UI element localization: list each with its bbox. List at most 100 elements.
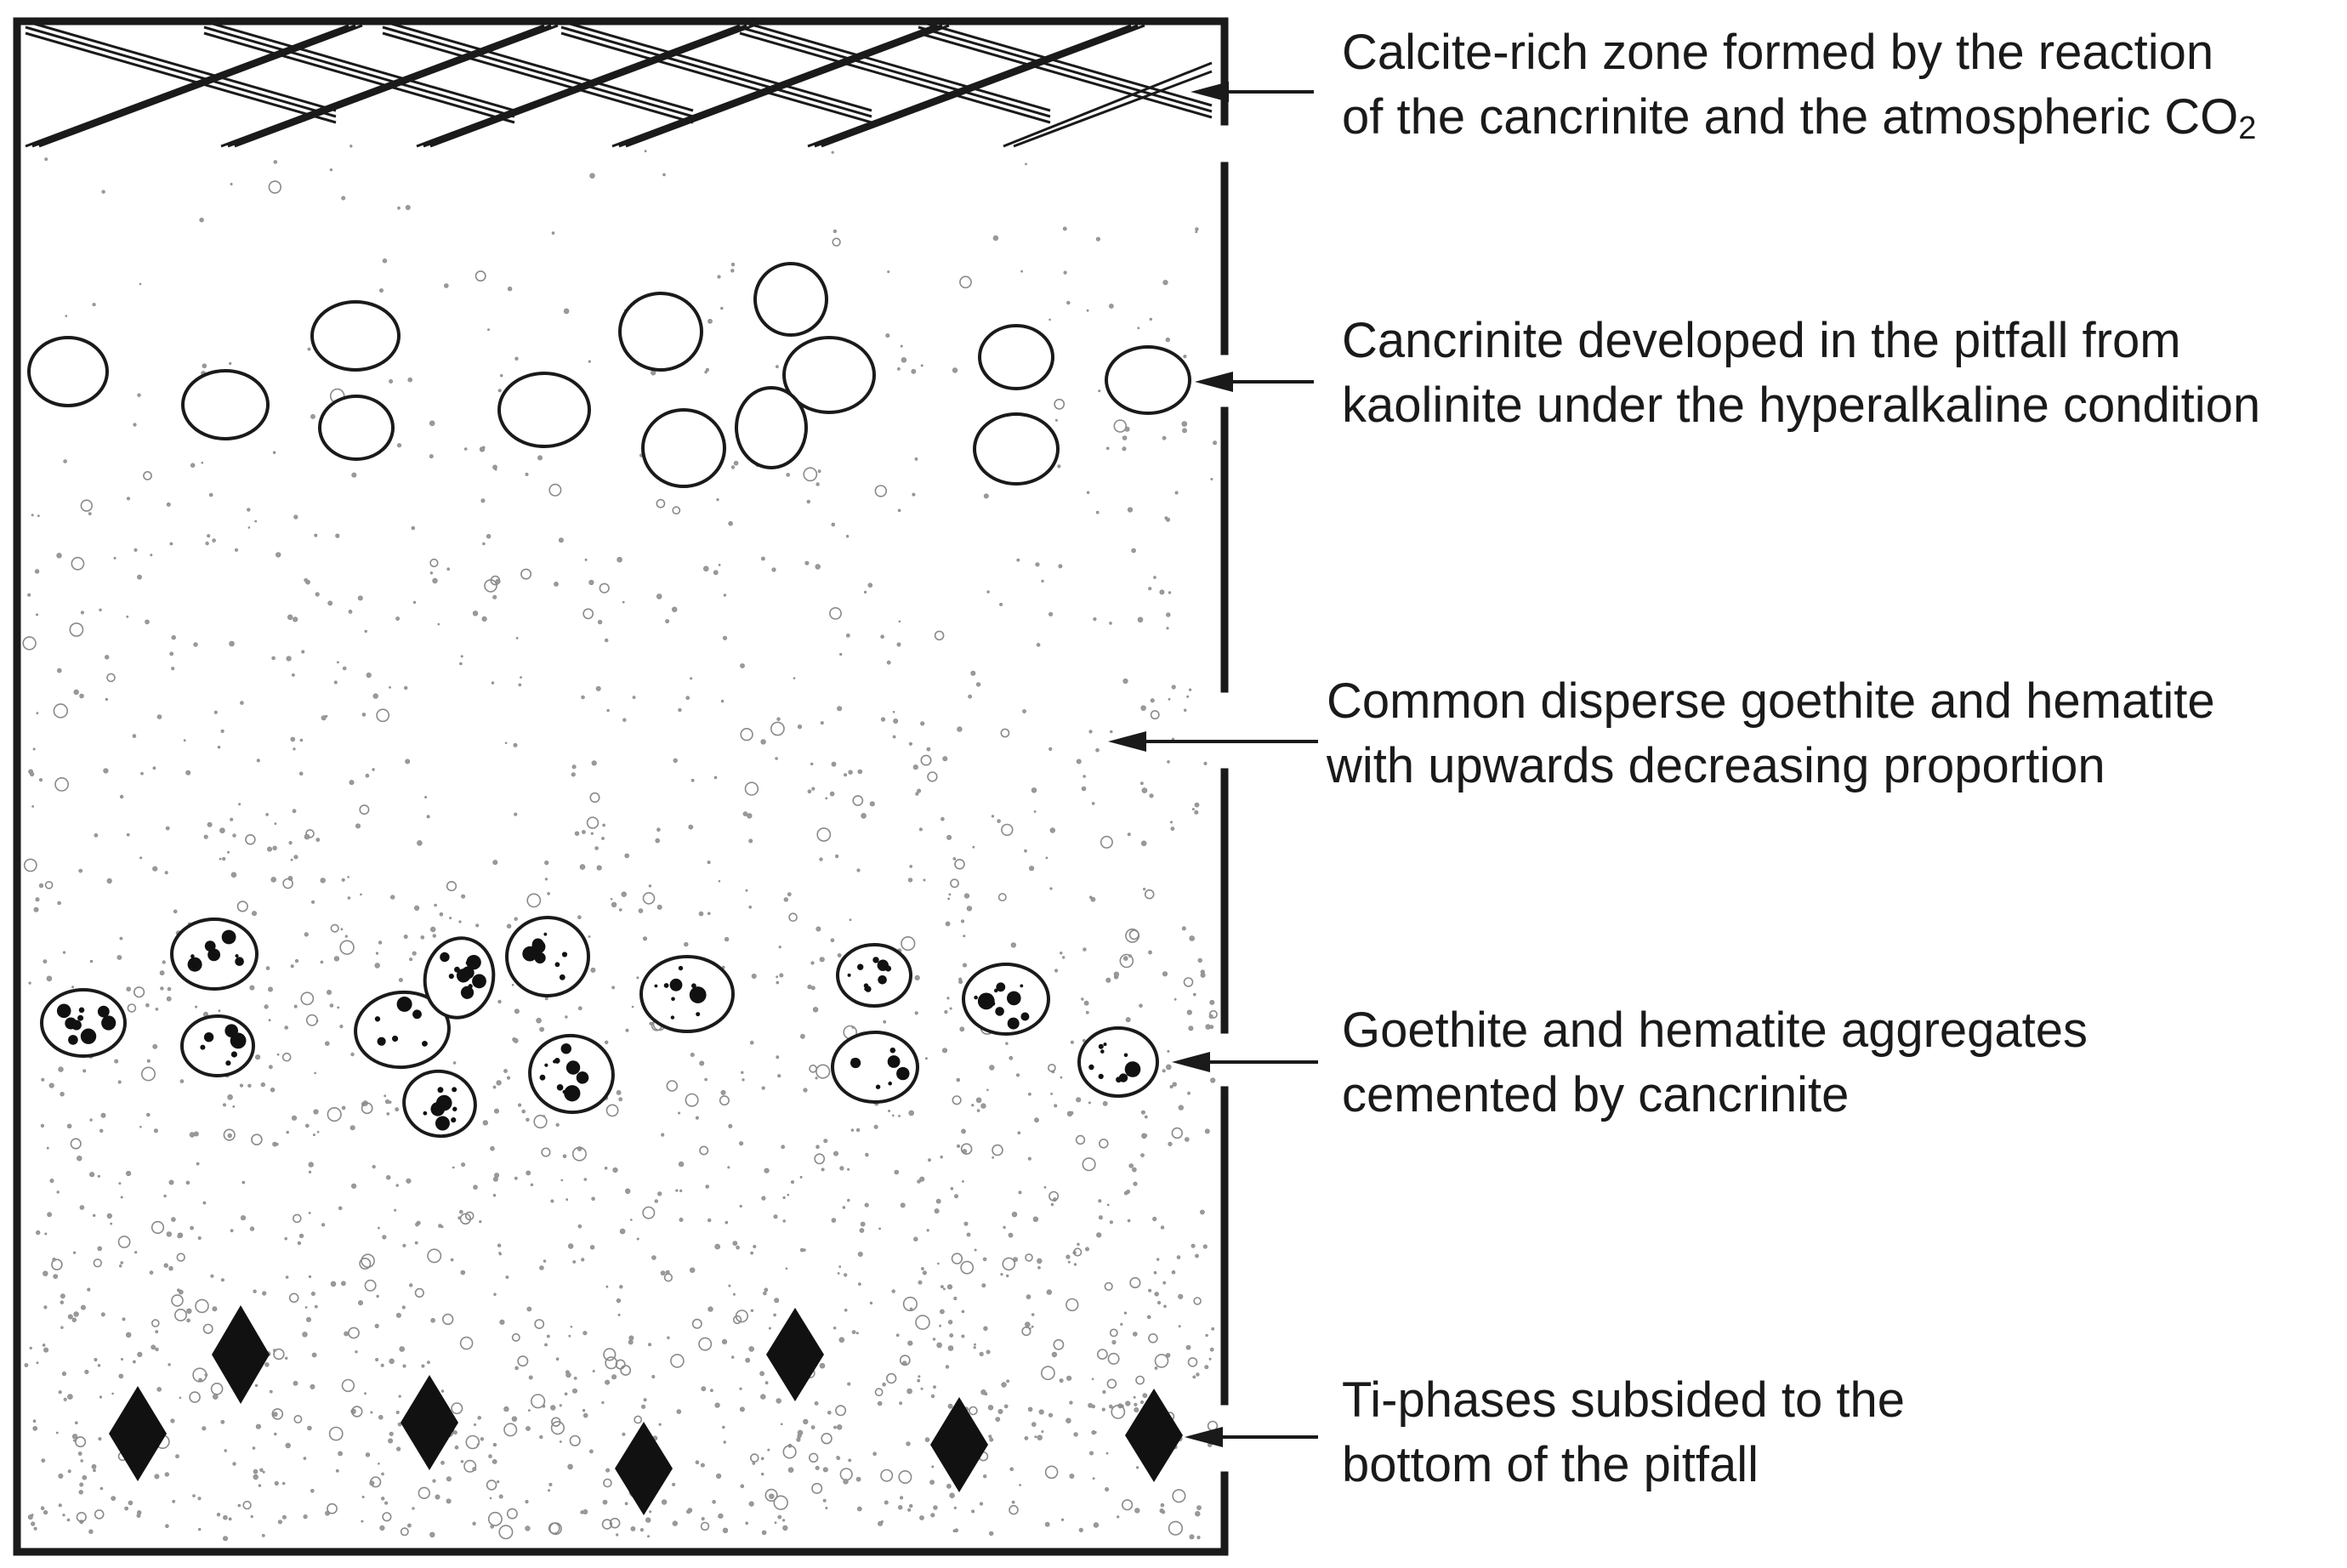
stipple-grain xyxy=(361,1520,364,1523)
stipple-grain xyxy=(79,1482,84,1487)
stipple-grain xyxy=(1176,1255,1181,1259)
stipple-grain xyxy=(40,1506,45,1510)
aggregate-clast xyxy=(505,916,590,997)
stipple-grain xyxy=(920,364,923,367)
stipple-grain xyxy=(885,1372,897,1384)
stipple-grain xyxy=(511,1416,518,1422)
stipple-grain xyxy=(984,1392,988,1396)
stipple-grain xyxy=(979,1351,984,1356)
stipple-grain xyxy=(573,1377,577,1380)
stipple-grain xyxy=(80,1304,86,1310)
stipple-grain xyxy=(441,1313,454,1326)
stipple-grain xyxy=(617,1313,621,1316)
stipple-grain xyxy=(678,707,682,713)
stipple-grain xyxy=(341,1378,355,1393)
stipple-grain xyxy=(1003,1404,1009,1409)
stipple-grain xyxy=(1162,280,1168,286)
stipple-grain xyxy=(625,1028,629,1032)
stipple-grain xyxy=(321,715,327,721)
stipple-grain xyxy=(517,1355,529,1367)
mineral-grain xyxy=(437,1087,444,1094)
stipple-grain xyxy=(605,1379,611,1385)
stipple-grain xyxy=(603,1348,617,1361)
stipple-grain xyxy=(584,558,588,561)
stipple-grain xyxy=(395,1312,401,1318)
stipple-grain xyxy=(843,1479,849,1485)
stipple-grain xyxy=(328,1426,344,1441)
stipple-grain xyxy=(185,1180,190,1185)
stipple-grain xyxy=(514,917,518,921)
stipple-grain xyxy=(570,1326,573,1328)
stipple-grain xyxy=(761,556,765,561)
stipple-grain xyxy=(251,1133,263,1145)
stipple-grain xyxy=(1135,1466,1139,1469)
stipple-grain xyxy=(591,1196,595,1202)
stipple-grain xyxy=(839,1468,853,1481)
stipple-grain xyxy=(732,1292,736,1296)
stipple-grain xyxy=(961,1310,965,1314)
stipple-grain xyxy=(1054,1104,1058,1108)
stipple-grain xyxy=(915,792,919,796)
stipple-grain xyxy=(548,1482,553,1486)
stipple-grain xyxy=(1195,1253,1199,1258)
label-calcite-line-2-text: of the cancrinite and the atmospheric CO xyxy=(1342,89,2239,145)
stipple-grain xyxy=(1170,827,1175,831)
stipple-grain xyxy=(375,952,379,955)
stipple-grain xyxy=(498,1525,514,1540)
stipple-grain xyxy=(1210,1077,1216,1083)
stipple-grain xyxy=(908,1110,914,1116)
stipple-grain xyxy=(963,935,966,938)
stipple-grain xyxy=(618,1097,623,1102)
stipple-grain xyxy=(418,1486,430,1500)
stipple-grain xyxy=(912,764,918,770)
aggregate-outline xyxy=(639,955,735,1033)
stipple-grain xyxy=(525,1525,531,1531)
stipple-grain xyxy=(69,622,84,637)
stipple-grain xyxy=(57,668,62,673)
stipple-grain xyxy=(869,1301,873,1305)
stipple-grain xyxy=(812,1007,819,1013)
stipple-grain xyxy=(1011,1500,1015,1504)
stipple-grain xyxy=(760,739,766,745)
stipple-grain xyxy=(582,608,594,620)
stipple-grain xyxy=(310,1292,315,1297)
stipple-grain xyxy=(58,1066,64,1072)
stipple-grain xyxy=(47,1212,52,1218)
stipple-grain xyxy=(722,1425,725,1429)
stipple-grain xyxy=(210,1274,214,1278)
stipple-grain xyxy=(1193,1297,1202,1305)
stipple-grain xyxy=(952,367,958,373)
stipple-grain xyxy=(940,1155,943,1159)
stipple-grain xyxy=(1102,1389,1106,1395)
stipple-grain xyxy=(1117,1515,1120,1519)
stipple-grain xyxy=(414,1287,424,1298)
stipple-grain xyxy=(518,683,522,687)
stipple-grain xyxy=(749,1040,754,1045)
stipple-grain xyxy=(983,493,989,499)
stipple-grain xyxy=(514,1008,520,1014)
stipple-grain xyxy=(293,1380,298,1386)
stipple-grain xyxy=(465,1434,480,1450)
stipple-grain xyxy=(622,1432,626,1436)
stipple-grain xyxy=(588,935,591,938)
stipple-grain xyxy=(254,520,258,523)
stipple-grain xyxy=(171,1294,184,1307)
stipple-grain xyxy=(830,938,835,943)
stipple-grain xyxy=(520,568,532,580)
stipple-grain xyxy=(748,906,753,909)
stipple-grain xyxy=(351,1406,363,1417)
stipple-grain xyxy=(1168,697,1171,701)
stipple-grain xyxy=(1162,971,1168,977)
stipple-grain xyxy=(79,693,84,699)
stipple-grain xyxy=(648,884,652,888)
mineral-grain xyxy=(190,954,195,958)
stipple-grain xyxy=(774,1298,780,1304)
stipple-grain xyxy=(797,1434,802,1439)
stipple-grain xyxy=(324,1041,330,1046)
stipple-grain xyxy=(738,1141,744,1146)
stipple-grain xyxy=(672,506,681,515)
stipple-grain xyxy=(949,1007,952,1010)
mineral-grain xyxy=(554,1058,560,1064)
stipple-grain xyxy=(971,1509,975,1514)
stipple-grain xyxy=(227,1094,233,1100)
